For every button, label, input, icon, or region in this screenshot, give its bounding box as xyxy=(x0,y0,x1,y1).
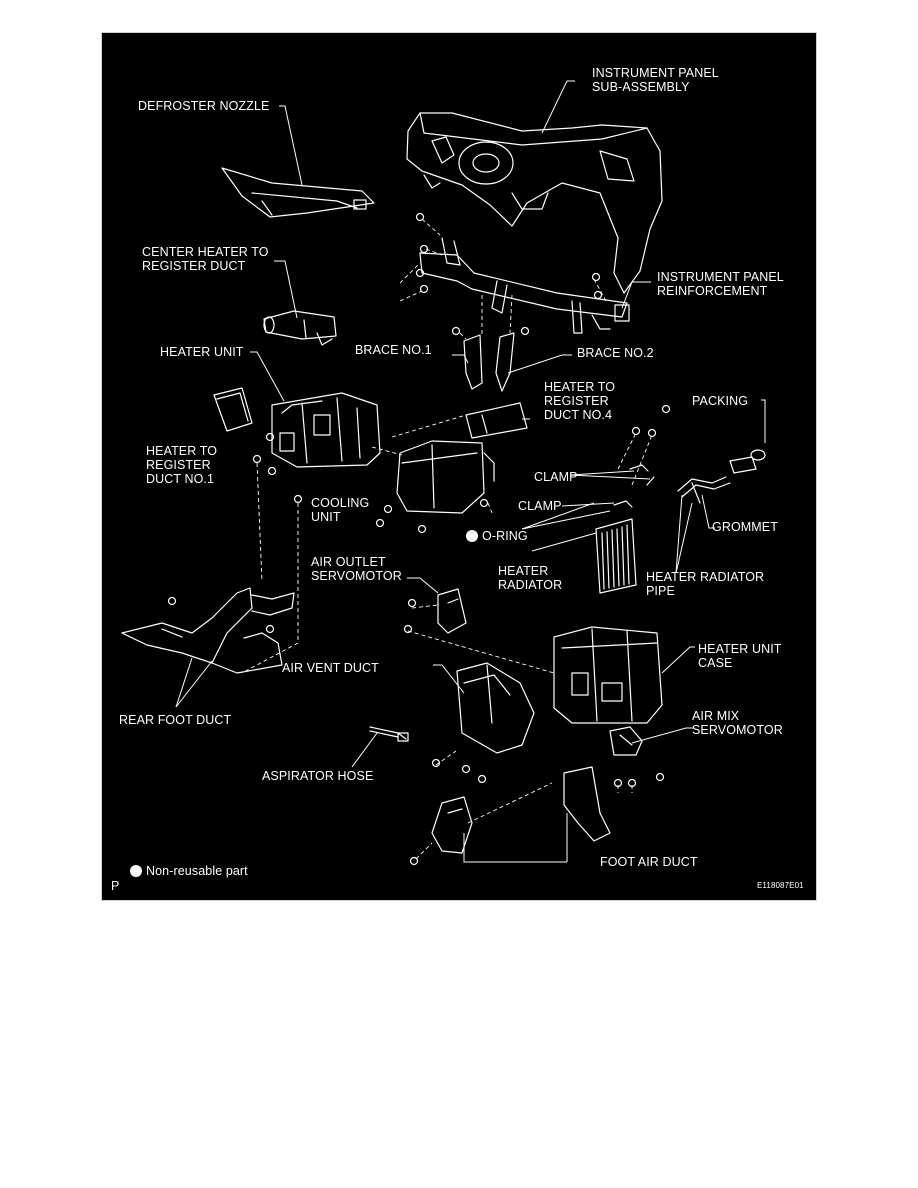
heater-duct-no1-drawing xyxy=(213,387,253,432)
heater-unit-drawing xyxy=(271,392,381,468)
label-foot-air-duct: FOOT AIR DUCT xyxy=(600,855,698,869)
label-clamp-upper: CLAMP xyxy=(534,470,578,484)
cooling-unit-drawing xyxy=(396,440,495,514)
defroster-nozzle-drawing xyxy=(221,167,375,218)
label-packing: PACKING xyxy=(692,394,749,408)
label-clamp-lower: CLAMP xyxy=(518,499,562,513)
label-air-outlet-servomotor: AIR OUTLET SERVOMOTOR xyxy=(311,555,402,583)
air-vent-duct-drawing xyxy=(456,662,535,754)
label-grommet: GROMMET xyxy=(712,520,778,534)
heater-unit-case-drawing xyxy=(553,626,663,724)
diagram-artwork xyxy=(121,80,766,866)
exploded-parts-diagram: INSTRUMENT PANEL SUB-ASSEMBLY DEFROSTER … xyxy=(101,32,817,901)
label-heater-duct-no1: HEATER TO REGISTER DUCT NO.1 xyxy=(146,444,218,486)
air-outlet-servomotor-drawing xyxy=(437,588,467,634)
label-defroster-nozzle: DEFROSTER NOZZLE xyxy=(138,99,270,113)
label-center-heater-duct: CENTER HEATER TO REGISTER DUCT xyxy=(142,245,269,273)
label-panel-reinforcement: INSTRUMENT PANEL REINFORCEMENT xyxy=(657,270,784,298)
air-mix-servomotor-drawing xyxy=(609,726,643,756)
label-o-ring: O-RING xyxy=(482,529,528,543)
corner-marker: P xyxy=(111,879,120,893)
label-heater-radiator: HEATER RADIATOR xyxy=(498,564,563,592)
label-heater-unit-case: HEATER UNIT CASE xyxy=(698,642,782,670)
center-heater-duct-drawing xyxy=(263,310,337,346)
panel-reinforcement-drawing xyxy=(419,237,630,334)
braces-drawing xyxy=(463,332,515,392)
label-cooling-unit: COOLING UNIT xyxy=(311,496,370,524)
clamps-drawing xyxy=(613,464,655,508)
label-aspirator-hose: ASPIRATOR HOSE xyxy=(262,769,374,783)
heater-duct-no4-drawing xyxy=(465,402,528,439)
heater-radiator-drawing xyxy=(595,518,637,594)
label-heater-radiator-pipe: HEATER RADIATOR PIPE xyxy=(646,570,765,598)
label-air-vent-duct: AIR VENT DUCT xyxy=(282,661,379,675)
fasteners xyxy=(167,212,671,866)
non-reusable-marker xyxy=(466,530,478,542)
label-heater-duct-no4: HEATER TO REGISTER DUCT NO.4 xyxy=(544,380,616,422)
rear-foot-duct-drawing xyxy=(121,587,295,674)
instrument-panel-drawing xyxy=(406,112,663,294)
label-instrument-panel: INSTRUMENT PANEL SUB-ASSEMBLY xyxy=(592,66,719,94)
foot-air-duct-drawing xyxy=(431,766,611,854)
aspirator-hose-drawing xyxy=(369,726,409,742)
assembly-lines xyxy=(241,218,653,860)
leader-lines xyxy=(175,80,766,863)
grommet-packing-drawing xyxy=(729,449,766,474)
label-rear-foot-duct: REAR FOOT DUCT xyxy=(119,713,232,727)
label-brace-no2: BRACE NO.2 xyxy=(577,346,654,360)
legend-non-reusable-text: Non-reusable part xyxy=(146,864,248,878)
legend-non-reusable-dot xyxy=(130,865,142,877)
label-air-mix-servomotor: AIR MIX SERVOMOTOR xyxy=(692,709,783,737)
label-brace-no1: BRACE NO.1 xyxy=(355,343,432,357)
label-heater-unit: HEATER UNIT xyxy=(160,345,244,359)
heater-radiator-pipe-drawing xyxy=(677,476,731,504)
figure-code: E118087E01 xyxy=(757,881,804,890)
